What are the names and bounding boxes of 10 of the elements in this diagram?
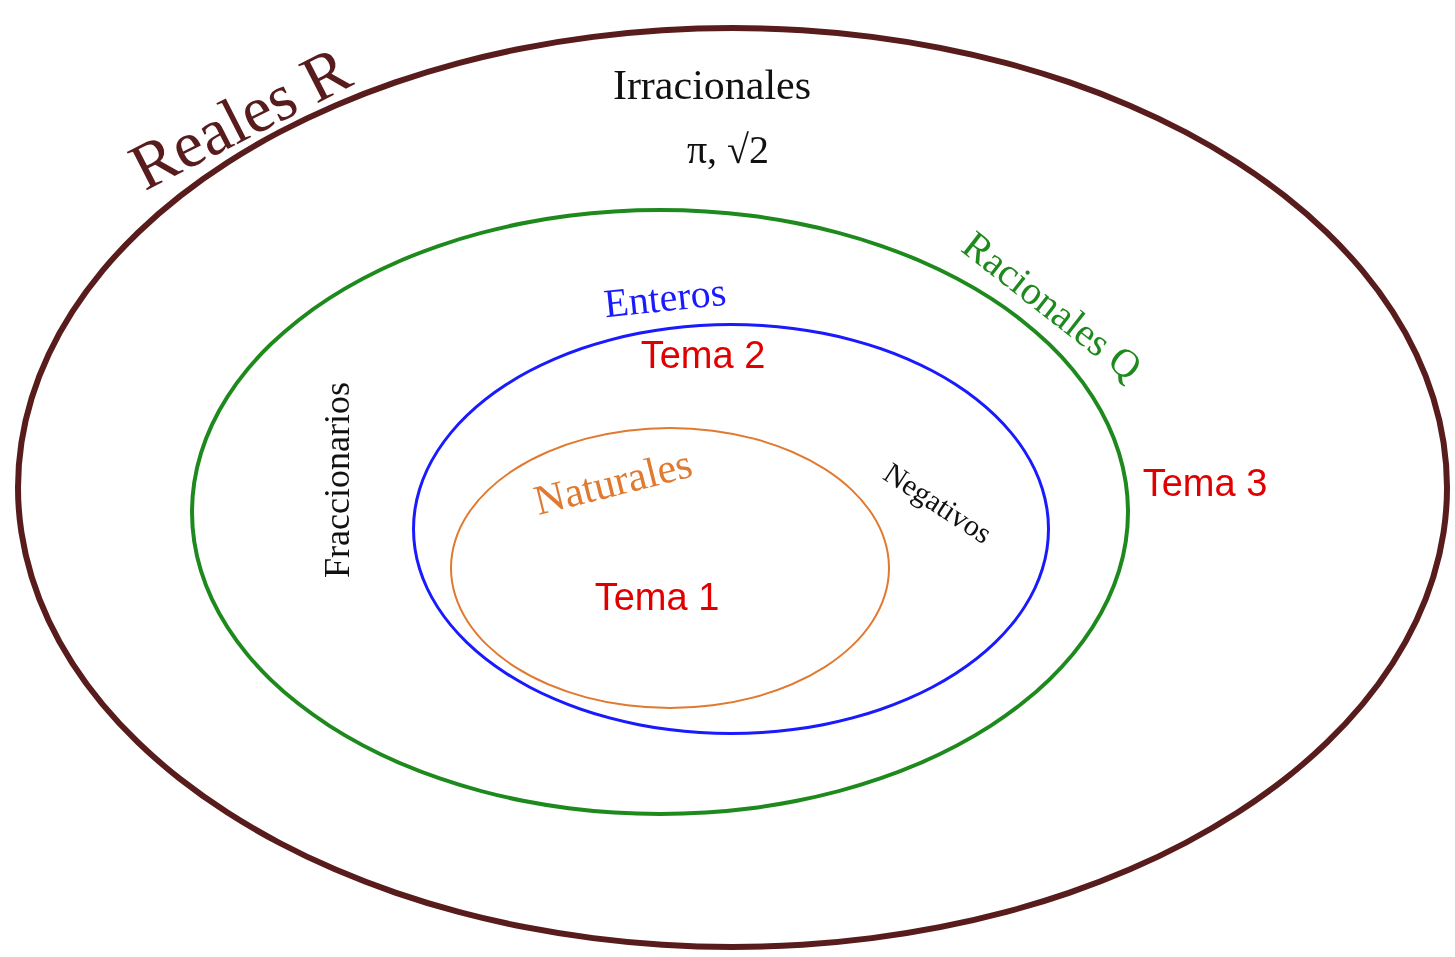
topic-label: Tema 3 [1142,464,1268,502]
set-title: Reales R [119,34,361,202]
set-ellipse [15,25,1450,950]
topic-label: Tema 2 [640,336,766,374]
region-label: Irracionales [612,64,812,106]
topic-label: Tema 1 [594,578,720,616]
set-title: Enteros [602,271,728,325]
example-numbers: π, √2 [686,130,770,170]
set-title: Naturales [529,442,697,522]
region-label: Fraccionarios [319,382,355,578]
